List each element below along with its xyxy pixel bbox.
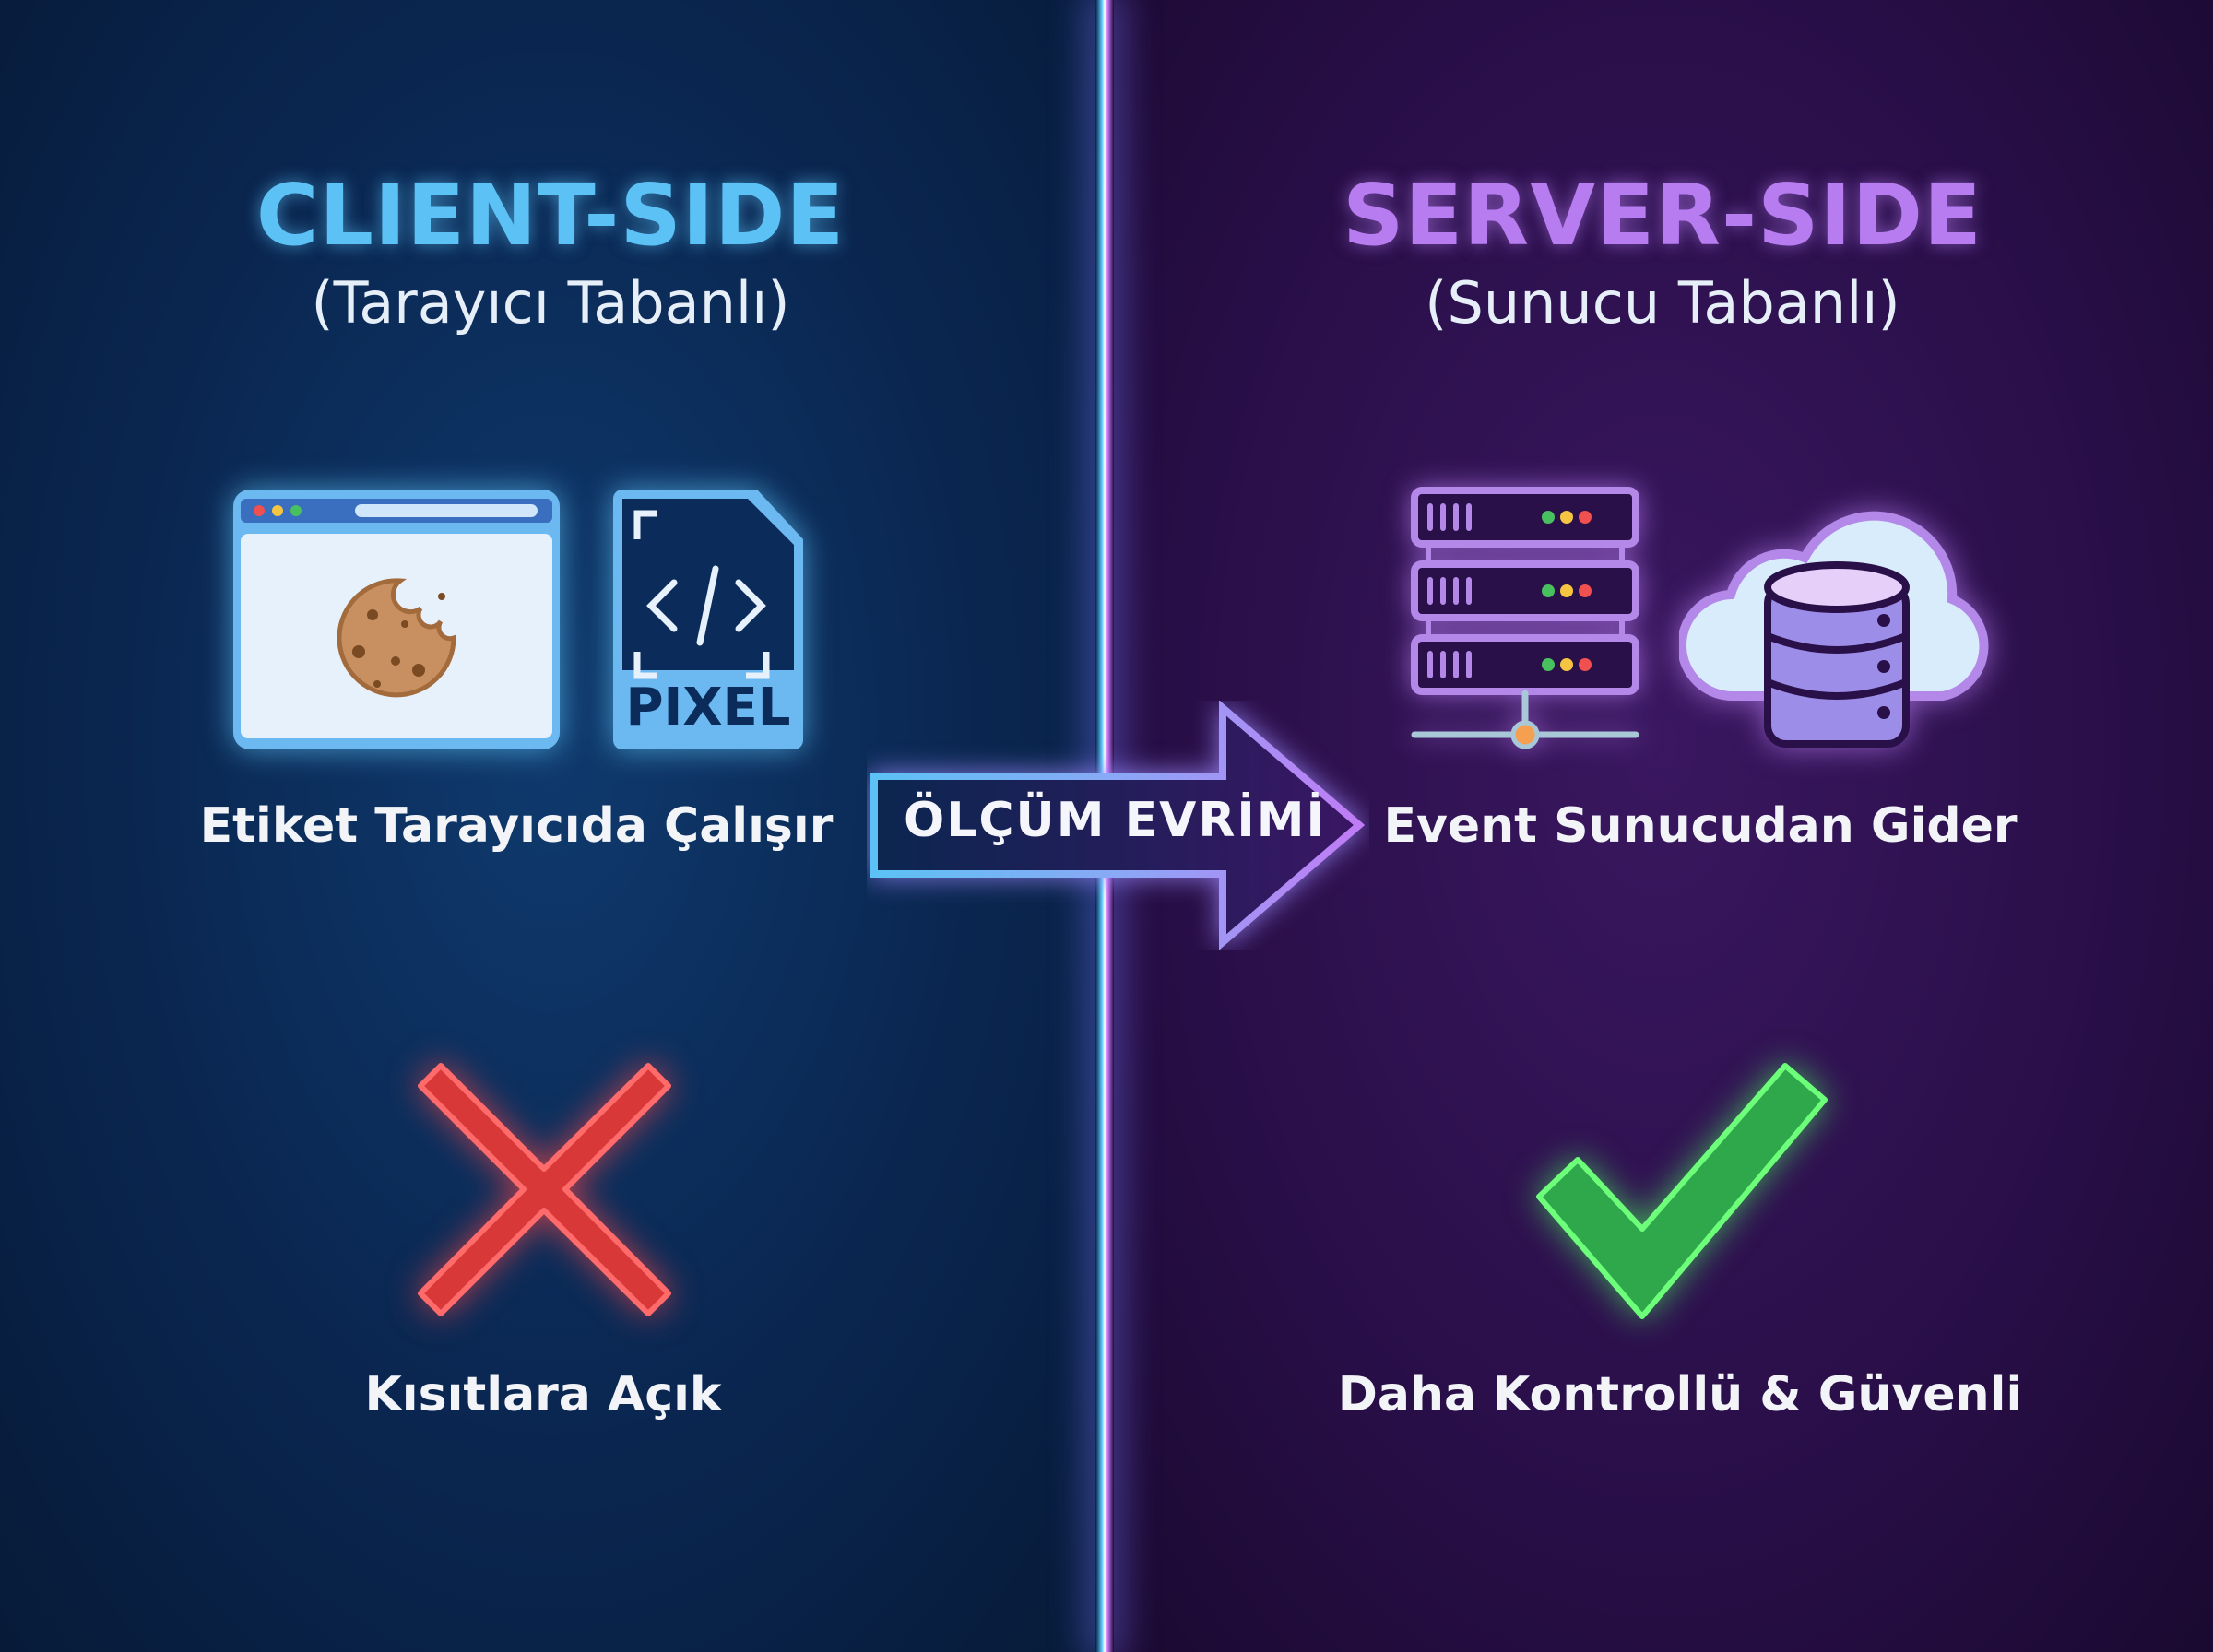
server-side-subtitle: (Sunucu Tabanlı) — [1425, 269, 1900, 336]
client-side-subtitle: (Tarayıcı Tabanlı) — [311, 269, 790, 336]
pixel-label: PIXEL — [625, 678, 791, 738]
evolution-arrow-icon — [870, 701, 1366, 950]
check-mark-icon — [1536, 1063, 1828, 1319]
browser-cookie-icon — [233, 490, 560, 749]
arrow-label: ÖLÇÜM EVRİMİ — [904, 793, 1326, 848]
client-side-title: CLIENT-SIDE — [255, 166, 846, 265]
client-side-verdict: Kısıtlara Açık — [364, 1367, 722, 1422]
server-side-title: SERVER-SIDE — [1343, 166, 1982, 265]
server-rack-icon — [1411, 487, 1639, 749]
x-mark-icon — [418, 1063, 671, 1316]
client-side-caption: Etiket Tarayıcıda Çalışır — [199, 798, 834, 854]
server-side-caption: Event Sunucudan Gider — [1383, 798, 2018, 854]
cloud-database-icon — [1679, 511, 1989, 748]
server-side-verdict: Daha Kontrollü & Güvenli — [1337, 1367, 2023, 1422]
pixel-code-file-icon — [613, 490, 803, 749]
